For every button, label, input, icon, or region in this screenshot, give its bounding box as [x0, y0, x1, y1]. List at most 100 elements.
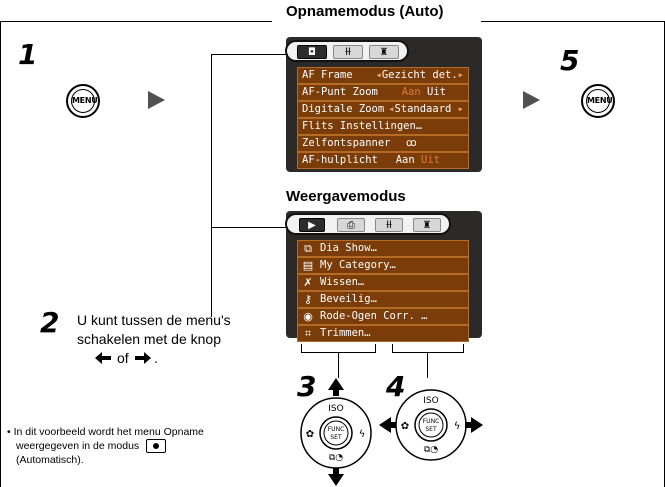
tab-record[interactable]: ◘ — [297, 45, 327, 59]
svg-text:ISO: ISO — [423, 396, 438, 406]
camera-mode-icon — [146, 439, 167, 454]
left-key-icon — [95, 352, 111, 364]
example-note: • In dit voorbeeld wordt het menu Opname… — [7, 425, 237, 467]
note-line-2: weergegeven in de modus — [7, 439, 237, 454]
menu-item-label: Flits Instellingen… — [302, 120, 423, 132]
svg-text:✿: ✿ — [306, 429, 314, 440]
record-menu-item[interactable]: AF-hulplicht Aan Uit — [297, 152, 469, 169]
svg-text:⧉◔: ⧉◔ — [424, 445, 438, 455]
step-4-number: 4 — [386, 370, 406, 403]
step3-bracket-right — [375, 344, 376, 353]
left-border — [0, 21, 1, 487]
playback-menu-item[interactable]: ⚷ Beveilig… — [297, 291, 469, 308]
playback-menu-item[interactable]: ⌗ Trimmen… — [297, 325, 469, 342]
menu-item-label: Zelfontspanner — [302, 137, 391, 149]
menu-item-label: My Category… — [320, 259, 396, 271]
menu-item-label: AF Frame — [302, 69, 353, 81]
svg-text:⧉◔: ⧉◔ — [329, 453, 343, 463]
playback-section-title: Weergavemodus — [286, 188, 406, 205]
record-menu-item[interactable]: AF-Punt Zoom Aan Uit — [297, 84, 469, 101]
tab-settings[interactable]: ƚƚ — [375, 218, 403, 232]
slideshow-icon: ⧉ — [304, 242, 312, 255]
svg-text:ϟ: ϟ — [454, 421, 461, 432]
trim-icon: ⌗ — [304, 327, 312, 340]
my-settings-tab-icon: ♜ — [422, 220, 432, 231]
svg-text:ϟ: ϟ — [359, 429, 366, 440]
step-3-number: 3 — [297, 370, 317, 403]
menu-button[interactable]: MENU — [581, 84, 615, 118]
step-2-number: 2 — [40, 306, 60, 339]
menu-item-value: Aan Uit — [395, 154, 440, 166]
protect-icon: ⚷ — [303, 293, 313, 306]
step2-line-3: of . — [77, 349, 277, 368]
my-settings-tab-icon: ♜ — [379, 47, 389, 58]
playback-menu-item[interactable]: ▤ My Category… — [297, 257, 469, 274]
up-arrow-icon — [328, 378, 344, 390]
right-arrow-icon: ▸ — [457, 103, 464, 115]
menu-item-label: AF-Punt Zoom — [302, 86, 378, 98]
record-menu-item[interactable]: AF Frame ◂Gezicht det.▸ — [297, 67, 469, 84]
control-dial-left-right[interactable]: ISO FUNC SET ✿ ϟ ⧉◔ — [379, 385, 483, 465]
playback-menu-item[interactable]: ⧉ Dia Show… — [297, 240, 469, 257]
menu-item-label: Beveilig… — [320, 293, 377, 305]
step4-bracket-left — [392, 344, 393, 353]
next-arrow-icon — [148, 91, 165, 109]
menu-button-label: MENU — [586, 89, 613, 113]
step3-bracket-stem — [338, 352, 339, 378]
svg-text:FUNC: FUNC — [423, 418, 440, 425]
tab-print[interactable]: ⎙ — [337, 218, 365, 232]
tab-settings[interactable]: ƚƚ — [333, 45, 363, 59]
step4-bracket-stem — [427, 352, 428, 378]
svg-text:SET: SET — [330, 434, 342, 441]
right-arrow-icon: ▸ — [457, 69, 464, 81]
my-category-icon: ▤ — [302, 259, 314, 272]
step2-connector-middle — [211, 227, 288, 228]
play-tab-icon: ▶ — [308, 220, 316, 231]
step2-line-1: U kunt tussen de menu's — [77, 312, 231, 328]
control-dial-up-down[interactable]: ISO FUNC SET ✿ ϟ ⧉◔ — [293, 378, 379, 486]
tab-my-settings[interactable]: ♜ — [413, 218, 441, 232]
step2-connector-vertical — [211, 54, 212, 317]
red-eye-icon: ◉ — [303, 310, 313, 323]
playback-menu-item[interactable]: ✗ Wissen… — [297, 274, 469, 291]
note-line-3: (Automatisch). — [16, 454, 84, 467]
left-arrow-icon: ◂ — [388, 103, 395, 115]
step4-bracket — [392, 352, 464, 353]
print-tab-icon: ⎙ — [347, 220, 355, 231]
record-menu-item[interactable]: Digitale Zoom ◂Standaard ▸ — [297, 101, 469, 118]
menu-item-label: AF-hulplicht — [302, 154, 378, 166]
settings-tab-icon: ƚƚ — [345, 47, 351, 58]
menu-button-label: MENU — [71, 89, 98, 113]
step2-line-2: schakelen met de knop — [77, 331, 221, 347]
next-arrow-icon — [523, 91, 540, 109]
self-timer-icon: ꝏ — [406, 137, 417, 149]
step2-connector-top — [211, 54, 288, 55]
top-right-border — [481, 21, 665, 22]
menu-item-label: Rode-Ogen Corr. … — [320, 310, 428, 322]
down-arrow-icon — [328, 474, 344, 486]
svg-text:SET: SET — [425, 426, 437, 433]
menu-item-label: Wissen… — [320, 276, 365, 288]
tab-playback[interactable]: ▶ — [299, 218, 325, 232]
svg-text:FUNC: FUNC — [328, 426, 345, 433]
menu-item-label: Digitale Zoom — [302, 103, 385, 115]
playback-menu-item[interactable]: ◉ Rode-Ogen Corr. … — [297, 308, 469, 325]
record-menu-item[interactable]: Zelfontspanner ꝏ — [297, 135, 469, 152]
menu-button[interactable]: MENU — [66, 84, 100, 118]
step-1-number: 1 — [18, 38, 38, 71]
step2-text: U kunt tussen de menu's schakelen met de… — [77, 311, 277, 368]
menu-item-value: ◂Standaard ▸ — [388, 103, 464, 115]
record-menu-tabs: ◘ ƚƚ ♜ — [285, 40, 409, 62]
step4-bracket-right — [463, 344, 464, 353]
camera-tab-icon: ◘ — [308, 47, 316, 58]
left-arrow-icon — [379, 417, 391, 433]
iso-label: ISO — [328, 404, 343, 414]
right-arrow-icon — [471, 417, 483, 433]
playback-menu-tabs: ▶ ⎙ ƚƚ ♜ — [285, 213, 451, 235]
tab-my-settings[interactable]: ♜ — [369, 45, 399, 59]
record-menu-item[interactable]: Flits Instellingen… — [297, 118, 469, 135]
right-key-icon — [135, 352, 151, 364]
step-5-number: 5 — [560, 44, 580, 77]
menu-item-value: Aan Uit — [401, 86, 446, 98]
